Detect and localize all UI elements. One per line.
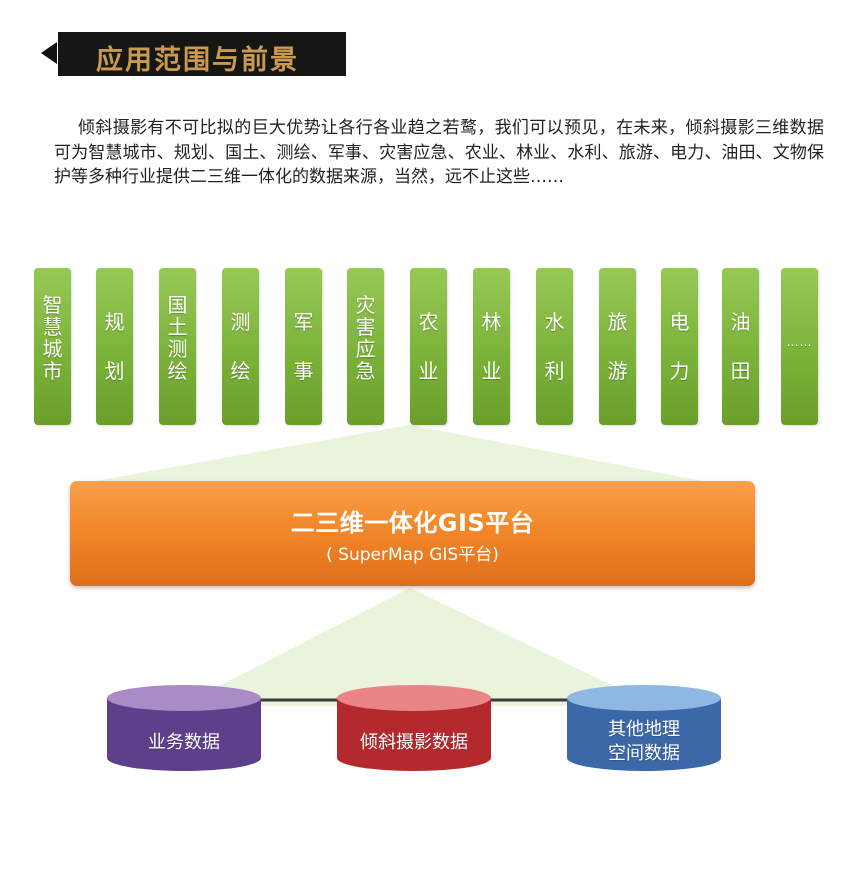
pillar-label: 业 — [418, 359, 439, 383]
upper-beam — [95, 425, 760, 492]
pillar-land-survey: 国 土 测 绘 — [159, 268, 196, 425]
intro-paragraph: 倾斜摄影有不可比拟的巨大优势让各行各业趋之若鹜，我们可以预见，在未来，倾斜摄影三… — [54, 118, 824, 187]
pillar-military: 军 事 — [285, 268, 322, 425]
pillar-label: 事 — [293, 359, 314, 383]
pillar-label: 利 — [544, 359, 565, 383]
pillar-label: 急 — [355, 359, 376, 383]
cylinder-other-body — [567, 698, 721, 771]
cylinder-oblique-data — [337, 685, 491, 771]
pillar-label: 绘 — [230, 359, 251, 383]
pillar-label: 慧 — [42, 315, 63, 339]
pillar-label: 测 — [230, 310, 251, 334]
platform-title: 二三维一体化GIS平台 — [290, 509, 535, 537]
pillar-smart-city: 智 慧 城 市 — [34, 268, 71, 425]
pillar-label: 害 — [355, 315, 376, 339]
cylinder-business-top — [107, 685, 261, 711]
label-other-spatial-data: 其他地理 空间数据 — [608, 719, 680, 764]
lower-beam — [180, 588, 655, 706]
pillar-forestry: 林 业 — [473, 268, 510, 425]
pillar-label: 电 — [669, 310, 690, 334]
pillar-ellipsis: …… — [786, 334, 813, 349]
pillar-label: 田 — [730, 359, 751, 383]
pillar-oilfield: 油 田 — [722, 268, 759, 425]
pillar-label: 市 — [42, 359, 63, 383]
pillar-label: 国 — [167, 293, 188, 317]
pillar-label: 旅 — [607, 310, 628, 334]
pillar-label: 智 — [42, 293, 63, 317]
pillar-label: 油 — [730, 310, 751, 334]
pillar-surveying: 测 绘 — [222, 268, 259, 425]
cylinder-business-data — [107, 685, 261, 771]
pillar-label: 土 — [167, 315, 188, 339]
pillar-label: 城 — [42, 337, 63, 361]
cylinder-oblique-body — [337, 698, 491, 771]
pillar-more: …… — [781, 268, 818, 425]
pillar-label: 灾 — [355, 293, 376, 317]
pillar-label: 力 — [669, 359, 690, 383]
pillar-label: 农 — [418, 310, 439, 334]
section-title: 应用范围与前景 — [96, 45, 299, 76]
pillar-label: 水 — [544, 310, 565, 334]
pillar-label: 规 — [104, 310, 125, 334]
pillar-label: 军 — [293, 310, 314, 334]
pillar-planning: 规 划 — [96, 268, 133, 425]
cylinder-other-spatial-data — [567, 685, 721, 771]
label-business-data: 业务数据 — [148, 732, 220, 753]
pillar-label: 游 — [607, 359, 628, 383]
banner-arrow-icon — [41, 42, 57, 64]
label-oblique-data: 倾斜摄影数据 — [360, 732, 468, 753]
cylinder-business-body — [107, 698, 261, 771]
pillar-label: 绘 — [167, 359, 188, 383]
pillar-power: 电 力 — [661, 268, 698, 425]
industry-pillars: 智 慧 城 市 规 划 国 土 测 绘 测 绘 军 事 灾 害 应 急 农 业 … — [34, 268, 824, 426]
pillar-label: 林 — [481, 310, 502, 334]
platform-subtitle: ( SuperMap GIS平台) — [326, 545, 499, 565]
pillar-label: 划 — [104, 359, 125, 383]
pillar-tourism: 旅 游 — [599, 268, 636, 425]
pillar-label: 应 — [355, 337, 376, 361]
cylinder-oblique-top — [337, 685, 491, 711]
section-banner: 应用范围与前景 — [58, 32, 346, 76]
pillar-label: 业 — [481, 359, 502, 383]
pillar-water: 水 利 — [536, 268, 573, 425]
pillar-label: 测 — [167, 337, 188, 361]
pillar-disaster-response: 灾 害 应 急 — [347, 268, 384, 425]
gis-platform-box: 二三维一体化GIS平台 ( SuperMap GIS平台) — [70, 481, 755, 586]
pillar-agriculture: 农 业 — [410, 268, 447, 425]
cylinder-other-top — [567, 685, 721, 711]
